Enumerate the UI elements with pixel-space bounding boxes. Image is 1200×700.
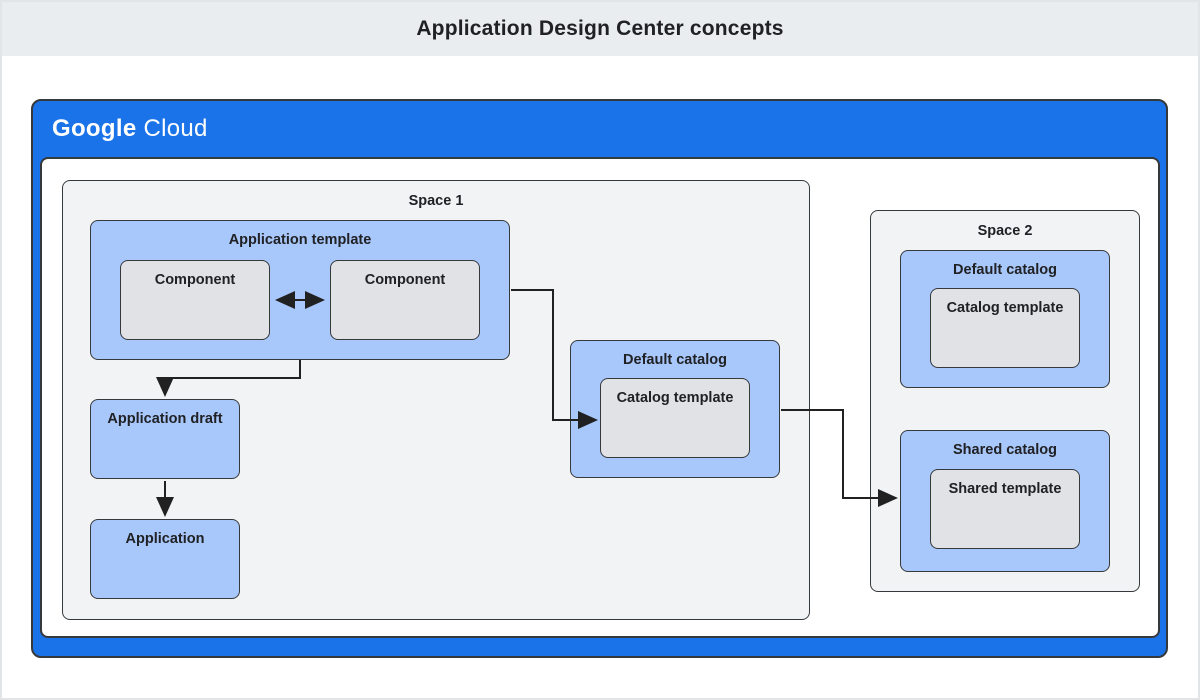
space-1-title: Space 1: [408, 193, 464, 209]
application-draft-label: Application draft: [107, 411, 223, 427]
logo-word-cloud: Cloud: [143, 115, 208, 142]
application-box: Application: [90, 519, 240, 599]
component-1-label: Component: [154, 272, 236, 288]
component-2-label: Component: [364, 272, 446, 288]
space-2-default-catalog-label: Default catalog: [953, 262, 1057, 278]
page-title: Application Design Center concepts: [416, 17, 784, 40]
title-band: Application Design Center concepts: [2, 2, 1198, 56]
application-draft-box: Application draft: [90, 399, 240, 479]
application-template-label: Application template: [228, 232, 372, 248]
shared-catalog-label: Shared catalog: [953, 442, 1057, 458]
component-box-2: Component: [330, 260, 480, 340]
space-1-catalog-template-label: Catalog template: [616, 390, 734, 406]
component-box-1: Component: [120, 260, 270, 340]
shared-template-label: Shared template: [948, 481, 1062, 497]
logo-word-google: Google: [52, 115, 137, 142]
space-1-catalog-template-box: Catalog template: [600, 378, 750, 458]
application-label: Application: [125, 531, 205, 547]
space-1-default-catalog-label: Default catalog: [623, 352, 727, 368]
google-cloud-logo: Google Cloud: [52, 111, 208, 147]
space-2-catalog-template-label: Catalog template: [946, 300, 1064, 316]
space-2-title: Space 2: [977, 223, 1033, 239]
shared-template-box: Shared template: [930, 469, 1080, 549]
space-2-catalog-template-box: Catalog template: [930, 288, 1080, 368]
